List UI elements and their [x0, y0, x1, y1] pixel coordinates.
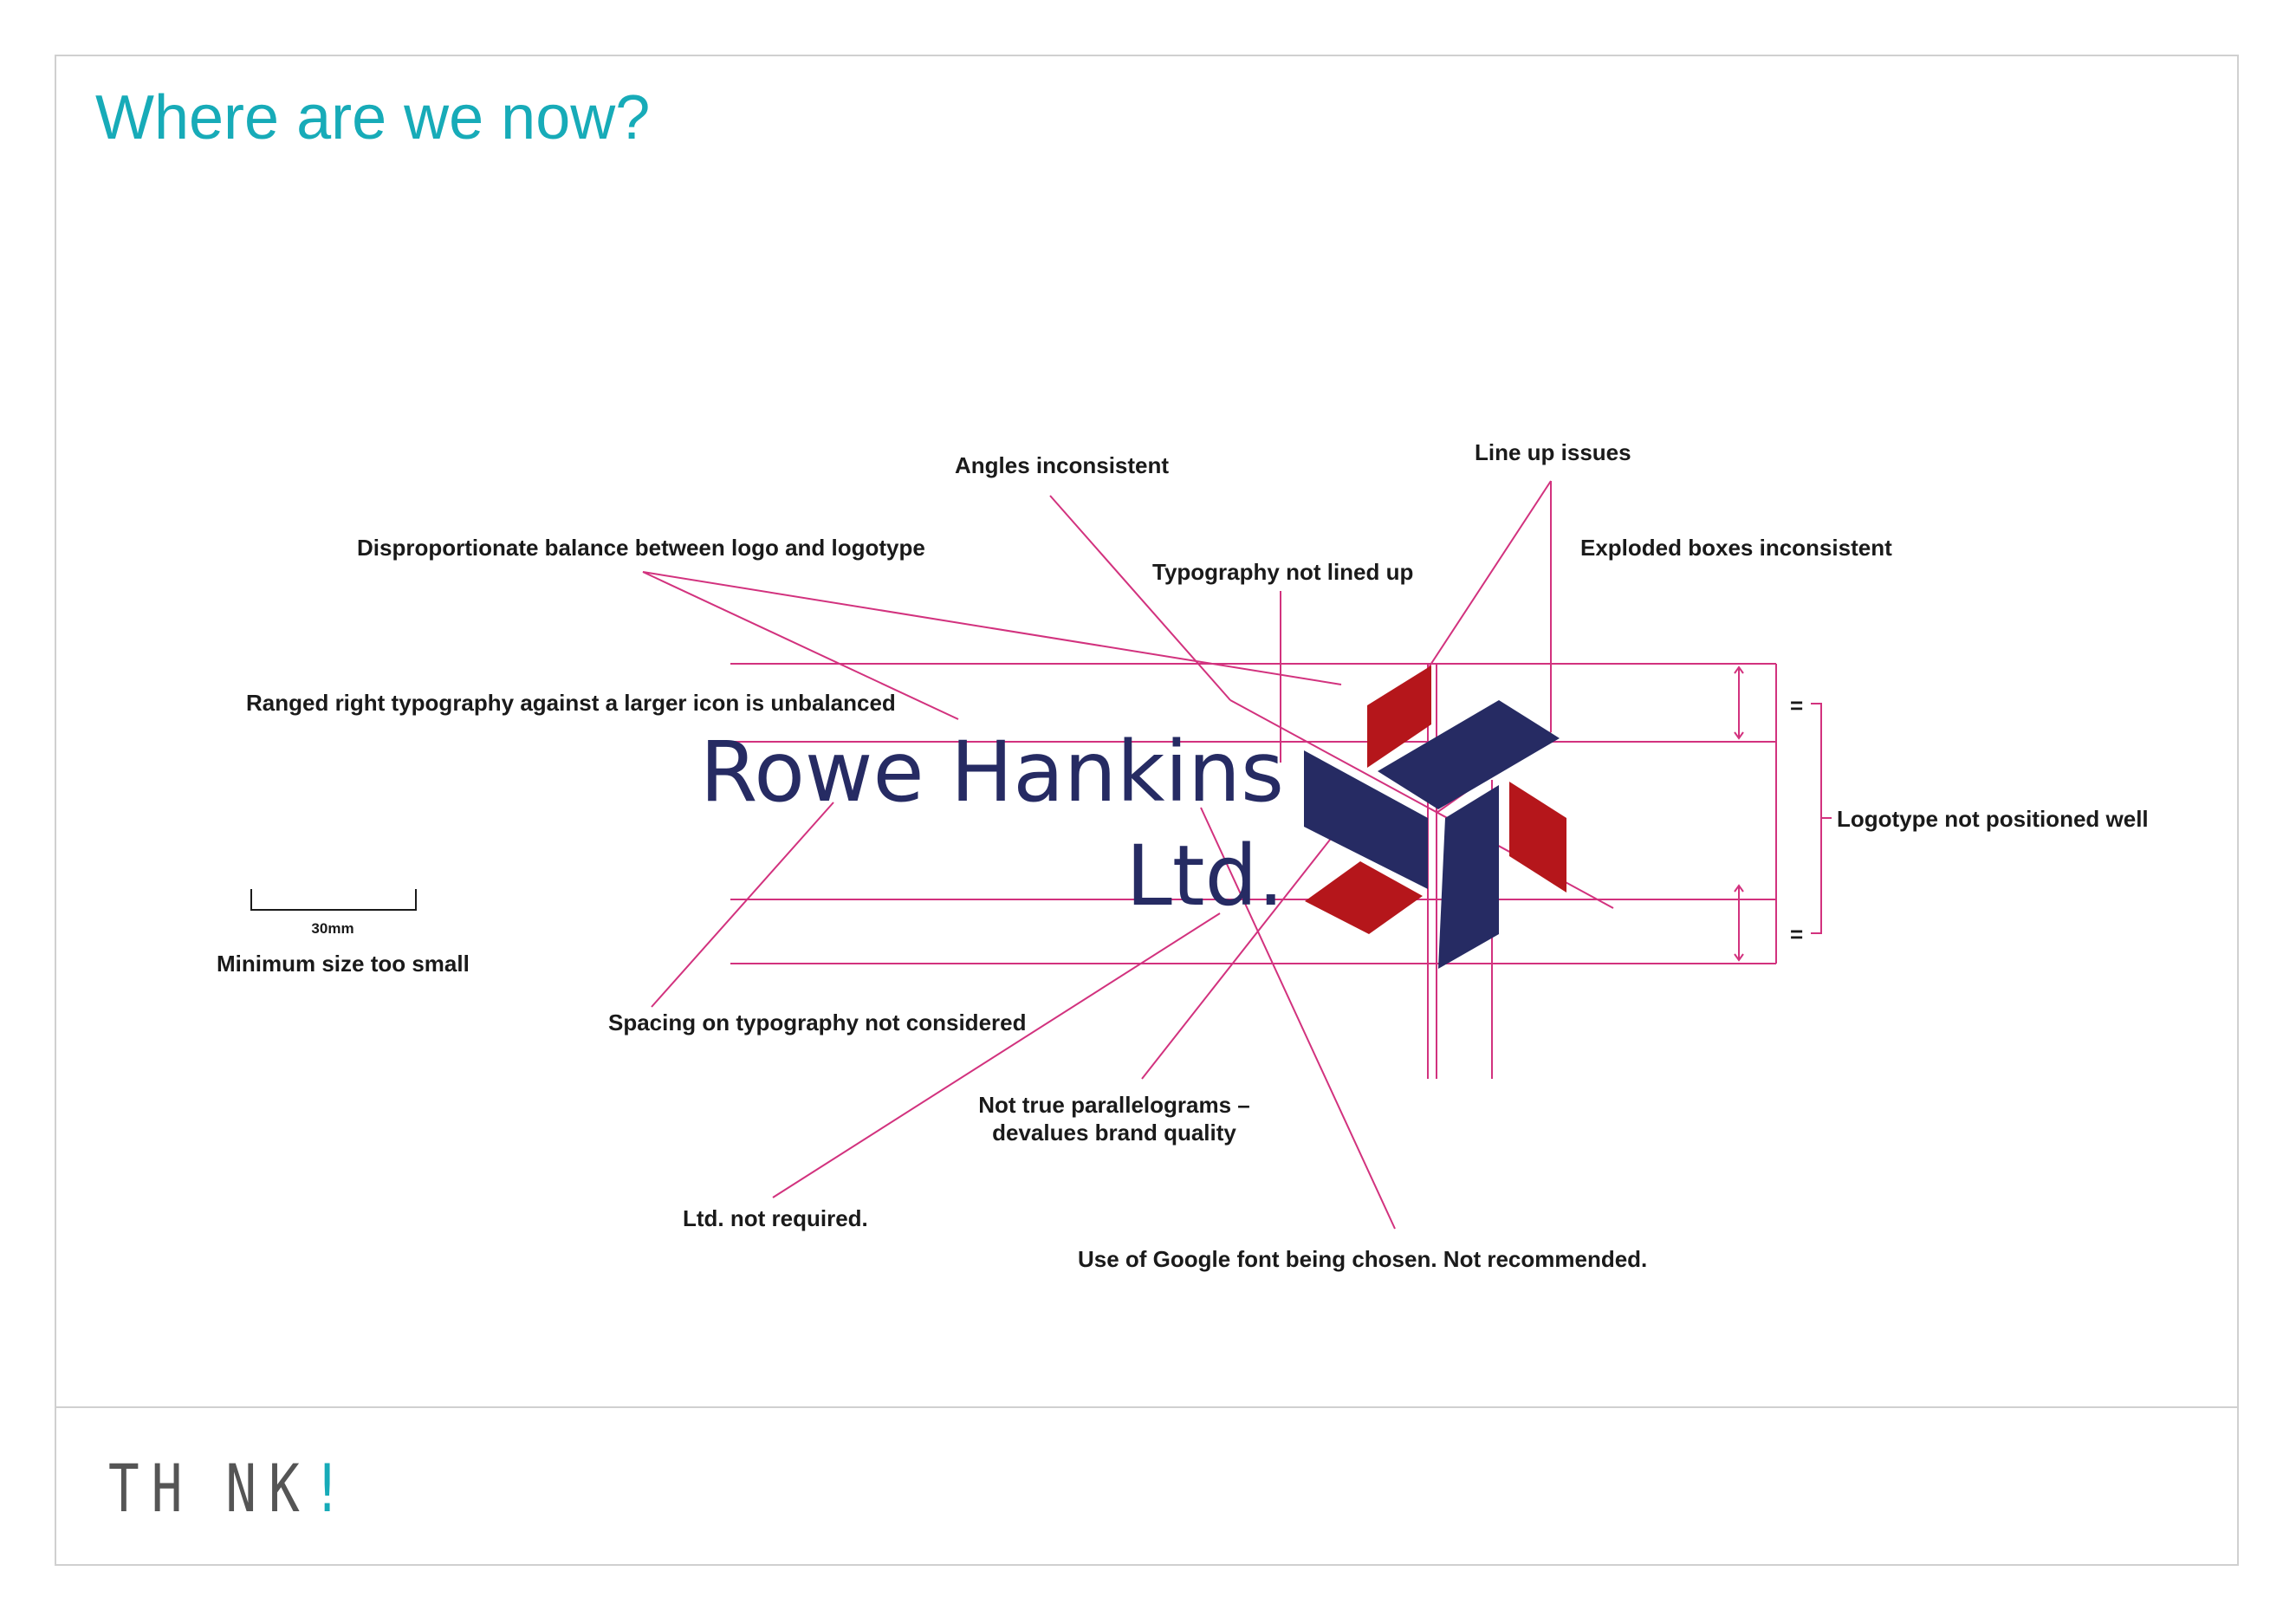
- leader-parallelograms: [1141, 822, 1344, 1080]
- arrow-top-head-a: [1734, 665, 1744, 674]
- annotation-min-size: Minimum size too small: [217, 951, 470, 977]
- annotation-angles: Angles inconsistent: [955, 452, 1169, 478]
- annotation-logotype-position: Logotype not positioned well: [1837, 806, 2149, 832]
- leader-spacing: [651, 802, 834, 1008]
- think-logo-exclamation: !: [311, 1450, 355, 1527]
- page-title: Where are we now?: [95, 83, 651, 153]
- logotype-position-bracket: [1811, 703, 1832, 934]
- horizontal-guides: [730, 663, 1777, 964]
- leader-disproportionate-a: [642, 571, 1342, 685]
- scale-label: 30mm: [311, 920, 353, 937]
- red-parallelogram-right: [1509, 782, 1566, 893]
- arrow-bottom-head-b: [1734, 953, 1744, 962]
- think-logo-part-b: NK: [225, 1450, 312, 1527]
- annotation-exploded: Exploded boxes inconsistent: [1580, 535, 1892, 561]
- annotation-ranged-right: Ranged right typography against a larger…: [246, 690, 896, 716]
- equals-bottom: =: [1790, 921, 1803, 947]
- navy-parallelogram-right: [1438, 785, 1499, 969]
- think-logo-part-a: TH: [108, 1450, 195, 1527]
- logotype-line-1: Rowe Hankins: [700, 724, 1284, 821]
- leader-angles: [1049, 495, 1231, 701]
- red-parallelogram-top: [1367, 665, 1431, 768]
- scale-bar: [250, 889, 417, 911]
- annotation-spacing: Spacing on typography not considered: [608, 1010, 1027, 1035]
- equals-top: =: [1790, 692, 1803, 718]
- logotype-line-2: Ltd.: [1125, 828, 1284, 925]
- leader-ltd: [772, 912, 1221, 1198]
- leader-google-font: [1200, 807, 1396, 1230]
- annotation-disproportionate: Disproportionate balance between logo an…: [357, 535, 925, 561]
- arrow-top-head-b: [1734, 731, 1744, 740]
- scale-indicator: 30mm: [250, 889, 417, 937]
- leader-disproportionate-b: [642, 571, 959, 720]
- annotation-line-up: Line up issues: [1475, 439, 1631, 465]
- leader-line-up-left: [1420, 480, 1552, 680]
- annotation-google-font: Use of Google font being chosen. Not rec…: [1078, 1246, 1647, 1272]
- arrow-bottom-head-a: [1734, 884, 1744, 893]
- annotation-typography-lined: Typography not lined up: [1152, 559, 1413, 585]
- spacing-brackets: = =: [1734, 665, 1832, 962]
- navy-parallelogram-top: [1378, 700, 1560, 809]
- page-frame: [55, 55, 2239, 1566]
- red-parallelogram-bottom: [1305, 861, 1423, 934]
- logo-icon: [1304, 665, 1566, 969]
- annotation-parallelograms-1: Not true parallelograms –: [978, 1092, 1250, 1118]
- footer-divider: [55, 1406, 2239, 1408]
- annotation-parallelograms-2: devalues brand quality: [992, 1120, 1236, 1146]
- annotation-labels: Angles inconsistent Line up issues Dispr…: [217, 439, 2149, 1272]
- annotation-ltd: Ltd. not required.: [683, 1205, 868, 1231]
- navy-parallelogram-left: [1304, 750, 1428, 889]
